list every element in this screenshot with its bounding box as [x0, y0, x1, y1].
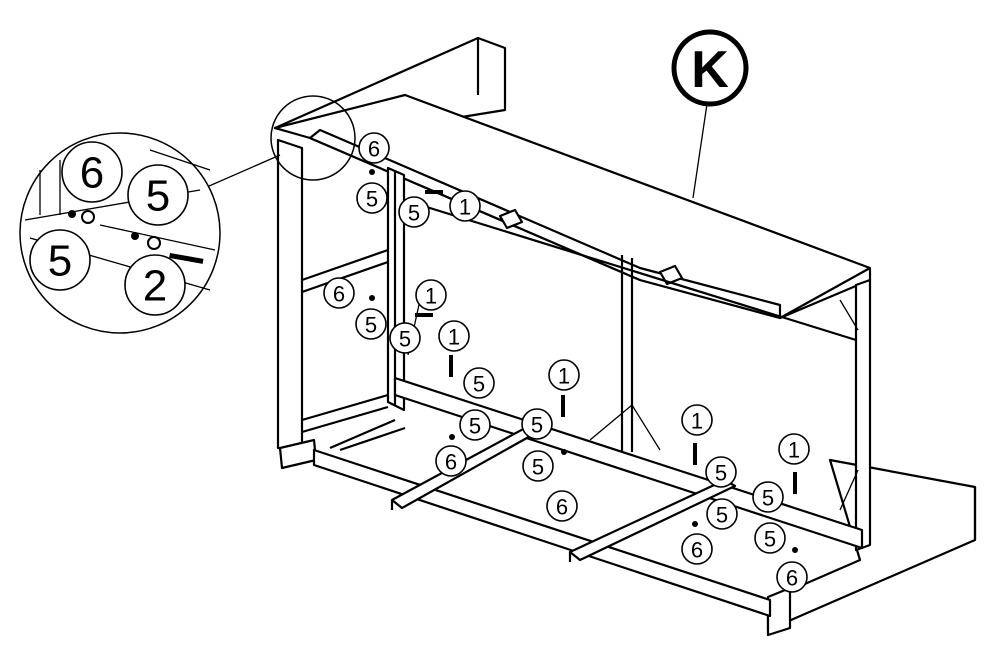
svg-text:5: 5 — [146, 172, 170, 221]
svg-text:5: 5 — [716, 503, 728, 528]
callout: 5 — [389, 322, 421, 354]
callout: 6 — [358, 132, 390, 164]
inset-label-6: 6 — [61, 141, 123, 203]
callout: 5 — [355, 308, 387, 340]
part-callouts: 6 5 5 1 6 5 1 5 1 5 5 6 1 5 5 6 1 5 5 6 … — [323, 132, 810, 593]
svg-text:1: 1 — [691, 409, 703, 434]
callout: 6 — [435, 445, 467, 477]
svg-text:5: 5 — [762, 486, 774, 511]
callout: 5 — [705, 456, 737, 488]
svg-text:6: 6 — [445, 450, 457, 475]
svg-text:5: 5 — [366, 187, 378, 212]
base-slab — [766, 458, 977, 637]
callout: 1 — [778, 433, 810, 465]
inset-label-5-lower: 5 — [29, 229, 91, 291]
svg-text:6: 6 — [691, 538, 703, 563]
svg-text:5: 5 — [469, 414, 481, 439]
svg-text:5: 5 — [365, 313, 377, 338]
frame — [276, 138, 872, 552]
inset-label-2: 2 — [124, 254, 186, 316]
callout: 6 — [546, 490, 578, 522]
svg-text:6: 6 — [786, 566, 798, 591]
svg-text:5: 5 — [715, 461, 727, 486]
callout: 1 — [681, 404, 713, 436]
svg-text:5: 5 — [408, 201, 420, 226]
svg-text:6: 6 — [333, 282, 345, 307]
svg-text:1: 1 — [788, 438, 800, 463]
svg-text:1: 1 — [448, 325, 460, 350]
callout: 5 — [522, 450, 554, 482]
top-panel — [273, 36, 872, 320]
callout: 1 — [548, 359, 580, 391]
svg-text:5: 5 — [48, 237, 72, 286]
svg-text:6: 6 — [368, 137, 380, 162]
callout: 6 — [776, 561, 808, 593]
callout: 5 — [459, 409, 491, 441]
callout: 5 — [754, 522, 786, 554]
svg-text:5: 5 — [399, 327, 411, 352]
floor-frame — [278, 418, 772, 618]
callout: 1 — [449, 190, 481, 222]
callout: 5 — [356, 182, 388, 214]
callout: 5 — [521, 408, 553, 440]
svg-text:1: 1 — [459, 195, 471, 220]
assembly-label-k: K — [671, 29, 749, 199]
svg-text:2: 2 — [143, 262, 167, 311]
assembly-label-text: K — [691, 41, 729, 99]
svg-text:6: 6 — [80, 149, 104, 198]
callout: 1 — [415, 279, 447, 311]
svg-text:5: 5 — [532, 455, 544, 480]
detail-inset: 6 5 5 2 — [19, 95, 356, 334]
svg-text:1: 1 — [558, 364, 570, 389]
callout: 6 — [323, 277, 355, 309]
callout: 5 — [398, 196, 430, 228]
hardware — [369, 169, 798, 553]
callout: 5 — [752, 481, 784, 513]
callout: 1 — [438, 320, 470, 352]
callout: 5 — [463, 367, 495, 399]
inset-label-5-upper: 5 — [127, 164, 189, 226]
svg-text:5: 5 — [764, 527, 776, 552]
callout: 6 — [681, 533, 713, 565]
callout: 5 — [706, 498, 738, 530]
svg-text:6: 6 — [556, 495, 568, 520]
svg-text:5: 5 — [531, 413, 543, 438]
svg-text:5: 5 — [473, 372, 485, 397]
svg-text:1: 1 — [425, 284, 437, 309]
